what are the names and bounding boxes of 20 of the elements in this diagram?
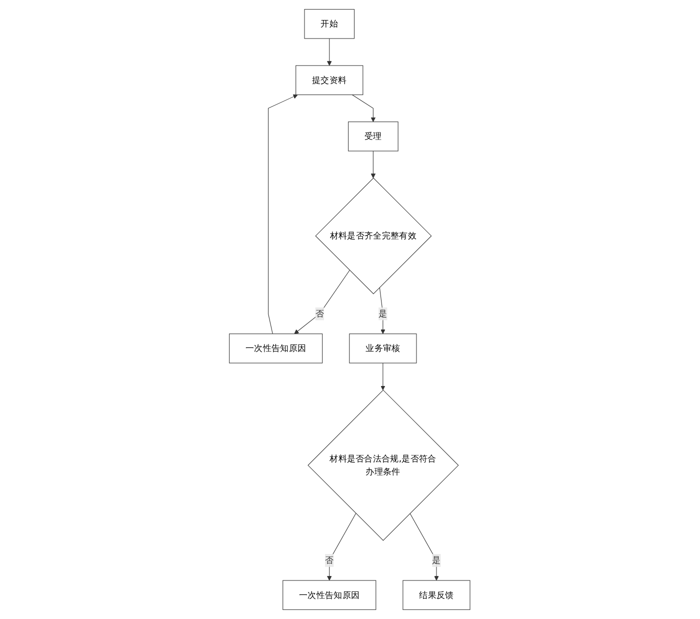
node-diamond: 材料是否齐全完整有效: [316, 178, 432, 294]
arrow: [352, 94, 376, 122]
edge-label: 是: [432, 555, 442, 566]
node-box: 业务审核: [349, 334, 418, 364]
edge-label: 否: [325, 555, 334, 566]
node-diamond: 材料是否合法合规,是否符合办理条件: [308, 390, 460, 541]
edge-label: 是: [378, 308, 388, 319]
arrow: [294, 270, 350, 334]
arrow: [268, 94, 298, 334]
arrow: [327, 513, 356, 581]
edge-label: 否: [316, 308, 324, 319]
arrow: [380, 362, 386, 390]
node-box: 受理: [348, 122, 399, 152]
node-box: 提交资料: [296, 65, 364, 96]
node-box: 一次性告知原因: [282, 580, 376, 610]
arrow: [327, 38, 332, 66]
node-box: 开始: [304, 9, 355, 39]
arrow: [371, 150, 376, 178]
node-box: 结果反馈: [403, 580, 471, 610]
node-box: 一次性告知原因: [229, 334, 323, 364]
